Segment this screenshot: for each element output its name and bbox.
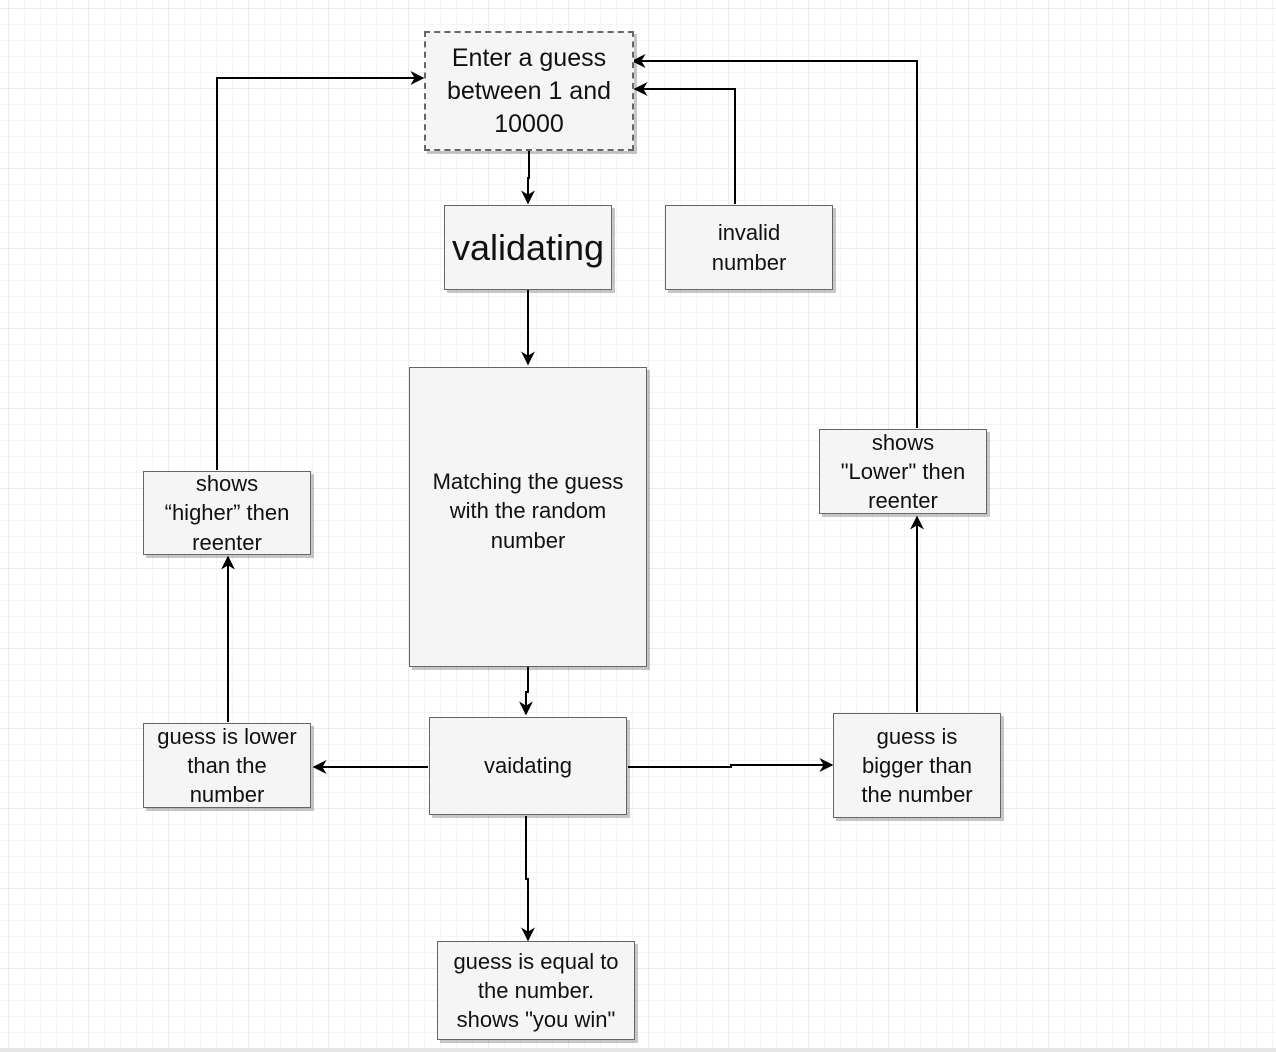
shows-higher-label: shows “higher” then reenter: [164, 471, 290, 555]
canvas-bottom-edge: [0, 1048, 1276, 1052]
connector-invalid-to-enter: [633, 82, 736, 204]
validating-label: validating: [451, 226, 605, 268]
matching-node[interactable]: Matching the guess with the random numbe…: [409, 367, 647, 667]
shows-higher-node[interactable]: shows “higher” then reenter: [143, 471, 311, 555]
guess-equal-label: guess is equal to the number. shows "you…: [453, 948, 619, 1033]
invalid-number-node[interactable]: invalid number: [665, 205, 833, 290]
guess-bigger-label: guess is bigger than the number: [861, 723, 973, 808]
connector-matching-to-vaidating: [519, 667, 533, 716]
validating-node[interactable]: validating: [444, 205, 612, 290]
guess-lower-node[interactable]: guess is lower than the number: [143, 723, 311, 808]
connector-vaidating-to-equal: [521, 816, 535, 942]
matching-label: Matching the guess with the random numbe…: [432, 469, 624, 553]
guess-bigger-node[interactable]: guess is bigger than the number: [833, 713, 1001, 818]
shows-lower-label: shows "Lower" then reenter: [840, 429, 966, 514]
guess-equal-node[interactable]: guess is equal to the number. shows "you…: [437, 941, 635, 1040]
vaidating-label: vaidating: [483, 753, 573, 779]
connector-enter-to-validating: [521, 151, 535, 205]
guess-lower-label: guess is lower than the number: [157, 723, 297, 808]
shows-lower-node[interactable]: shows "Lower" then reenter: [819, 429, 987, 514]
enter-guess-node[interactable]: Enter a guess between 1 and 10000: [424, 31, 634, 151]
connector-higher-to-enter: [216, 71, 425, 470]
enter-guess-label: Enter a guess between 1 and 10000: [446, 43, 612, 138]
vaidating-node[interactable]: vaidating: [429, 717, 627, 815]
invalid-number-label: invalid number: [711, 220, 787, 275]
connector-vaidating-to-bigger: [628, 758, 834, 772]
